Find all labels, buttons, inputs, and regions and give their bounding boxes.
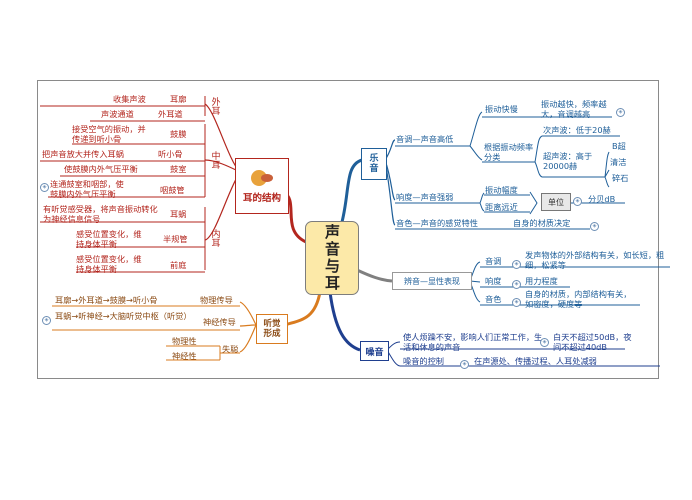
note-icon[interactable]: ◈ [460,360,469,369]
amplitude: 振动幅度 [485,185,518,195]
unit-node[interactable]: 单位 [541,193,571,211]
dist-loud-key: 响度 [485,276,502,286]
freq-class: 根据振动频率分类 [484,142,534,162]
hearing-title: 听觉形成 [263,319,281,339]
noise-node[interactable]: 噪音 [360,341,389,361]
physical-path: 耳廓→外耳道→鼓膜→听小骨 [55,295,158,305]
dist-tone-val: 发声物体的外部结构有关，如长短，粗细，松紧等 [525,250,665,270]
ear-desc-4: 把声音放大并传入耳蜗 [42,149,124,159]
deaf-physical: 物理性 [172,336,197,346]
note-icon[interactable]: ◈ [573,197,582,206]
ear-part-3: 鼓膜 [170,129,187,139]
physical-label: 物理传导 [200,295,233,305]
distance: 距离远近 [485,202,518,212]
note-icon[interactable]: ◈ [42,316,51,325]
music-title: 乐音 [369,154,379,174]
distinguish-title: 辨音—显性表现 [404,276,460,286]
hearing-formation-node[interactable]: 听觉形成 [256,314,288,344]
ear-part-5: 鼓室 [170,164,187,174]
dist-tone-key: 音调 [485,256,502,266]
dist-timbre-key: 音色 [485,294,502,304]
central-title: 声音与耳 [323,224,341,292]
ear-part-9: 前庭 [170,260,187,270]
ear-desc-7: 有听觉感受器，将声音振动转化为神经信息信号 [43,204,158,224]
neural-label: 神经传导 [203,317,236,327]
ear-structure-node[interactable]: 耳的结构 [235,158,289,214]
loudness-label: 响度—声音强弱 [396,192,454,202]
ear-illustration-icon [249,168,275,188]
pitch-label: 音调—声音高低 [396,134,454,144]
use-lithotripsy: 碎石 [612,173,629,183]
central-topic[interactable]: 声音与耳 [305,221,359,295]
ear-structure-title: 耳的结构 [242,193,281,204]
outer-ear-label: 外耳 [209,97,220,115]
infrasound: 次声波：低于20赫 [543,125,611,135]
noise-control: 噪音的控制 [403,356,444,366]
inner-ear-label: 内耳 [209,229,220,247]
ear-part-7: 耳蜗 [170,209,187,219]
distinguish-node[interactable]: 辨音—显性表现 [392,272,472,290]
vibration-speed: 振动快慢 [485,104,518,114]
use-bscan: B超 [612,141,626,151]
ear-desc-3: 接受空气的振动，并传递到听小骨 [72,124,146,144]
ear-desc-8: 感受位置变化，维持身体平衡 [76,229,142,249]
dist-timbre-val: 自身的材质，内部结构有关，如密度，硬度等 [525,289,632,309]
note-icon[interactable]: ◈ [590,222,599,231]
ear-desc-9: 感受位置变化，维持身体平衡 [76,254,142,274]
timbre-label: 音色—声音的感觉特性 [396,218,478,228]
decibel: 分贝dB [588,194,616,204]
middle-ear-label: 中耳 [209,151,220,169]
noise-effect: 使人烦躁不安，影响人们正常工作，生活和休息的声音 [403,332,543,352]
note-icon[interactable]: ◈ [512,260,521,269]
note-icon[interactable]: ◈ [540,338,549,347]
noise-title: 噪音 [365,347,384,358]
ear-part-2: 外耳道 [158,109,183,119]
ear-part-1: 耳廓 [170,94,187,104]
ear-part-4: 听小骨 [158,149,183,159]
vibration-desc: 振动越快，频率越大，音调越高 [541,99,607,119]
timbre-desc: 自身的材质决定 [513,218,571,228]
ear-desc-1: 收集声波 [113,94,146,104]
noise-control-desc: 在声源处、传播过程、人耳处减弱 [474,356,597,366]
deaf-label: 失聪 [222,344,239,354]
ear-desc-5: 使鼓膜内外气压平衡 [64,164,138,174]
ultrasound: 超声波：高于20000赫 [543,151,593,171]
deaf-neural: 神经性 [172,351,197,361]
unit-label: 单位 [548,197,564,207]
noise-limit: 白天不超过50dB，夜间不超过40dB [553,332,632,352]
ear-part-6: 咽鼓管 [160,185,185,195]
note-icon[interactable]: ◈ [512,298,521,307]
ear-desc-6: 连通鼓室和咽部，使鼓膜内外气压平衡 [50,179,124,199]
note-icon[interactable]: ◈ [512,280,521,289]
dist-loud-val: 用力程度 [525,276,558,286]
use-clean: 清洁 [610,157,627,167]
ear-desc-2: 声波通道 [101,109,134,119]
note-icon[interactable]: ◈ [40,183,49,192]
ear-part-8: 半规管 [163,234,188,244]
neural-path: 耳蜗→听神经→大脑听觉中枢（听觉） [55,311,192,321]
music-node[interactable]: 乐音 [361,148,387,180]
note-icon[interactable]: ◈ [616,108,625,117]
